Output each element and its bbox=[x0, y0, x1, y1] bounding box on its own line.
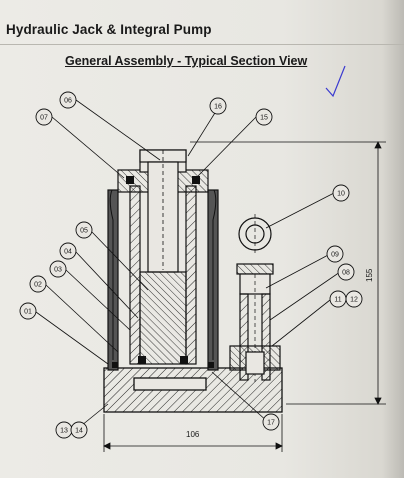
callout-08: 08 bbox=[337, 263, 355, 281]
callout-12-label: 12 bbox=[350, 297, 358, 304]
callout-05: 05 bbox=[75, 221, 93, 239]
base-block bbox=[103, 367, 283, 413]
callout-05-label: 05 bbox=[80, 228, 88, 235]
callout-13-label: 13 bbox=[60, 428, 68, 435]
callout-06-label: 06 bbox=[64, 98, 72, 105]
dimension-width-label: 106 bbox=[186, 430, 200, 439]
callout-09: 09 bbox=[326, 245, 344, 263]
callout-10-label: 10 bbox=[337, 191, 345, 198]
callout-11: 11 bbox=[329, 290, 347, 308]
callout-15-label: 15 bbox=[260, 115, 268, 122]
page-edge-shadow bbox=[382, 0, 404, 478]
callout-02: 02 bbox=[29, 275, 47, 293]
callout-11-label: 11 bbox=[334, 297, 341, 304]
callout-06: 06 bbox=[59, 91, 77, 109]
callout-10: 10 bbox=[332, 184, 350, 202]
title-divider bbox=[0, 44, 404, 45]
callout-07-label: 07 bbox=[40, 115, 48, 122]
callout-03: 03 bbox=[49, 260, 67, 278]
callout-04-label: 04 bbox=[64, 249, 72, 256]
page-title: Hydraulic Jack & Integral Pump bbox=[6, 22, 212, 37]
callout-16-label: 16 bbox=[214, 104, 222, 111]
callout-13: 13 bbox=[55, 421, 73, 439]
callout-15: 15 bbox=[255, 108, 273, 126]
pump-assembly bbox=[229, 214, 281, 382]
dimension-height bbox=[190, 141, 386, 405]
callout-08-label: 08 bbox=[342, 270, 350, 277]
dimension-width bbox=[103, 414, 283, 452]
callout-01-label: 01 bbox=[24, 309, 32, 316]
drawing-title: General Assembly - Typical Section View bbox=[65, 54, 308, 68]
callout-03-label: 03 bbox=[54, 267, 62, 274]
callout-04: 04 bbox=[59, 242, 77, 260]
pen-check-mark bbox=[325, 65, 346, 98]
callout-17: 17 bbox=[262, 413, 280, 431]
callout-07: 07 bbox=[35, 108, 53, 126]
callout-02-label: 02 bbox=[34, 282, 42, 289]
leader-lines bbox=[35, 99, 341, 431]
callout-12: 12 bbox=[345, 290, 363, 308]
callout-17-label: 17 bbox=[267, 420, 275, 427]
callout-01: 01 bbox=[19, 302, 37, 320]
callout-09-label: 09 bbox=[331, 252, 339, 259]
cylinder-outer-walls bbox=[107, 189, 219, 371]
callout-14-label: 14 bbox=[75, 428, 83, 435]
dimension-height-label: 155 bbox=[365, 268, 374, 282]
callout-16: 16 bbox=[209, 97, 227, 115]
callout-14: 14 bbox=[70, 421, 88, 439]
ram-plunger bbox=[139, 149, 187, 365]
seal-rings bbox=[112, 176, 214, 368]
